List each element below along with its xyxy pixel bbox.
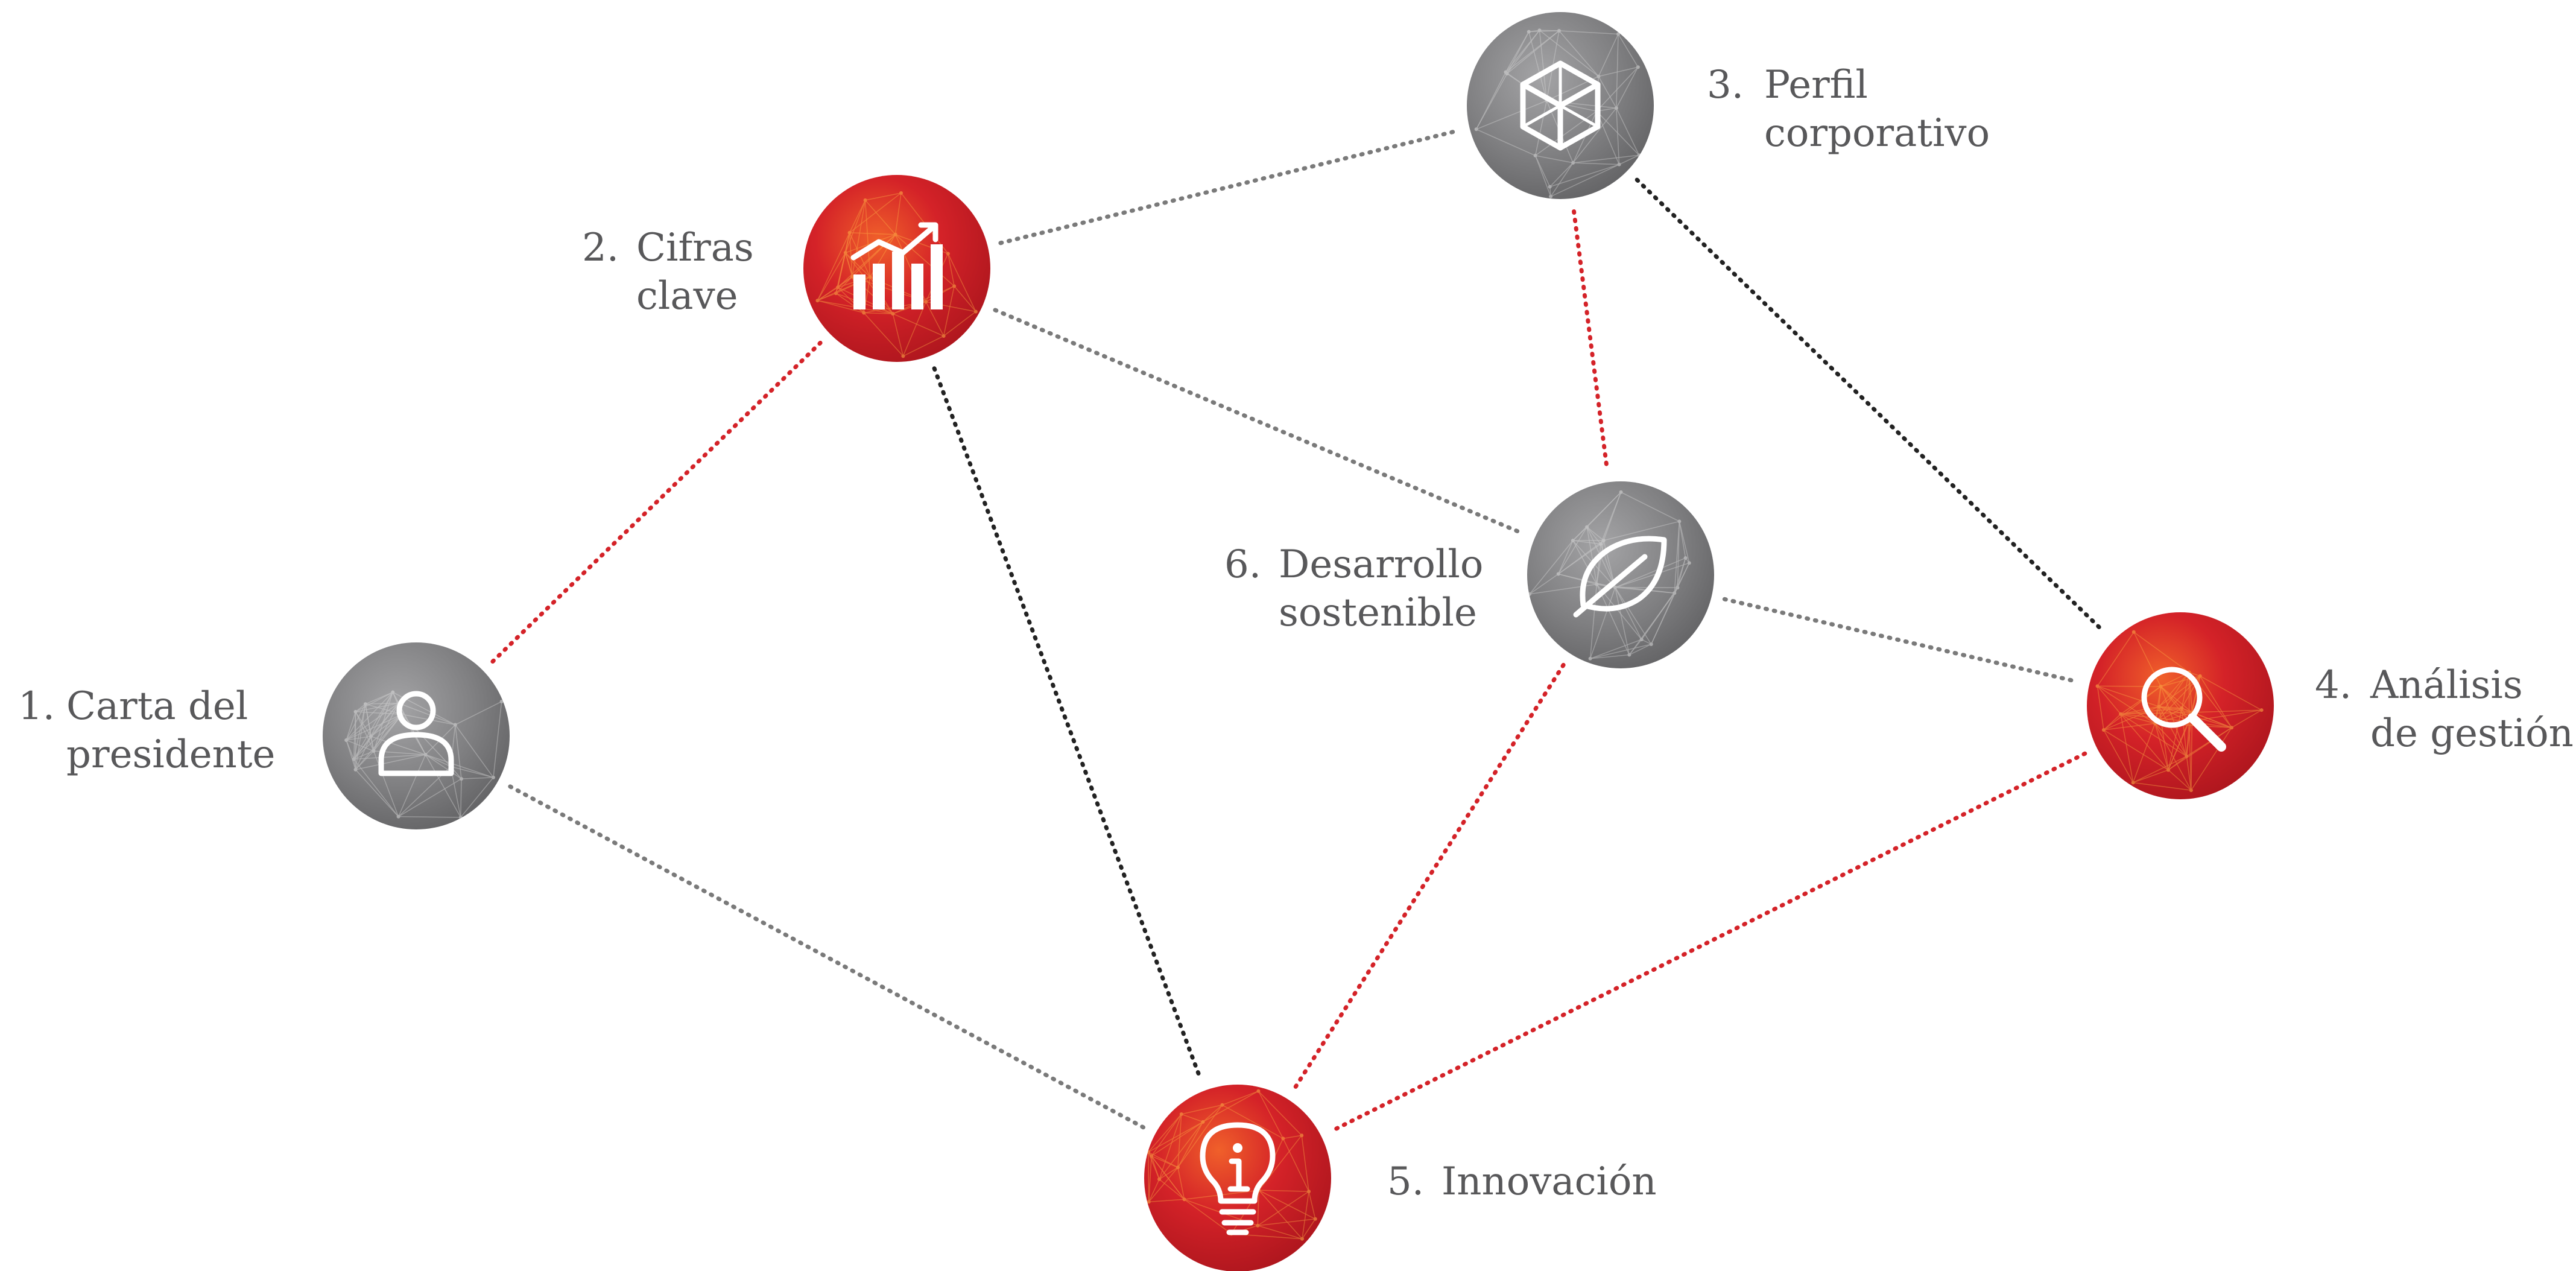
bar-chart-icon	[850, 222, 943, 309]
node-label-line1-n6: Desarrollo	[1279, 542, 1483, 587]
node-label-line1-n5: Innovación	[1441, 1159, 1657, 1204]
leaf-icon	[1573, 536, 1667, 618]
edge-n2-n5	[932, 366, 1203, 1080]
node-n2[interactable]	[803, 175, 990, 362]
edge-n3-n6	[1572, 209, 1609, 471]
label-group: 1. Carta del presidente 2. Cifras clave …	[18, 63, 2574, 1204]
edge-n3-n4	[1635, 177, 2106, 634]
texture-n1	[344, 690, 504, 820]
node-label-line2-n3: corporativo	[1764, 111, 1990, 156]
node-label-n2[interactable]: 2. Cifras clave	[582, 226, 766, 319]
node-label-n5[interactable]: 5. Innovación	[1387, 1159, 1657, 1204]
edge-n1-n5	[508, 784, 1146, 1130]
node-label-line2-n6: sostenible	[1279, 591, 1477, 635]
edge-n6-n5	[1293, 662, 1566, 1091]
node-label-n1[interactable]: 1. Carta del presidente	[18, 684, 275, 777]
edge-n2-n3	[998, 128, 1459, 246]
node-label-line2-n2: clave	[636, 274, 738, 319]
node-number-n5: 5.	[1387, 1159, 1424, 1204]
node-label-n6[interactable]: 6. Desarrollo sostenible	[1224, 542, 1496, 635]
node-number-n2: 2.	[582, 226, 619, 270]
node-number-n1: 1.	[18, 684, 55, 729]
node-number-n3: 3.	[1707, 63, 1744, 107]
node-n5[interactable]	[1144, 1085, 1331, 1271]
node-circle-n4	[2087, 612, 2274, 799]
edge-n4-n5	[1331, 751, 2087, 1133]
node-number-n6: 6.	[1224, 542, 1261, 587]
node-label-line1-n2: Cifras	[636, 226, 754, 270]
person-icon	[378, 691, 454, 776]
node-n1[interactable]	[323, 642, 510, 829]
edge-n6-n4	[1722, 597, 2079, 684]
node-n4[interactable]	[2087, 612, 2274, 799]
node-label-line1-n4: Análisis	[2370, 663, 2523, 708]
connection-lines	[490, 128, 2106, 1133]
lightbulb-icon	[1200, 1122, 1276, 1235]
node-label-line1-n1: Carta del	[66, 684, 248, 729]
node-number-n4: 4.	[2315, 663, 2352, 708]
node-label-n3[interactable]: 3. Perfil corporativo	[1707, 63, 1990, 156]
node-n6[interactable]	[1527, 481, 1714, 668]
texture-n3	[1474, 28, 1641, 198]
node-label-n4[interactable]: 4. Análisis de gestión	[2315, 663, 2574, 756]
edge-n2-n6	[993, 308, 1525, 536]
edge-n1-n2	[490, 340, 823, 664]
node-label-line2-n4: de gestión	[2370, 711, 2574, 756]
node-label-line2-n1: presidente	[66, 732, 275, 777]
node-group	[323, 12, 2274, 1271]
magnifier-icon	[2141, 667, 2226, 752]
texture-n6	[1528, 490, 1691, 661]
cube-icon	[1520, 60, 1601, 151]
node-n3[interactable]	[1467, 12, 1654, 199]
node-label-line1-n3: Perfil	[1764, 63, 1868, 107]
